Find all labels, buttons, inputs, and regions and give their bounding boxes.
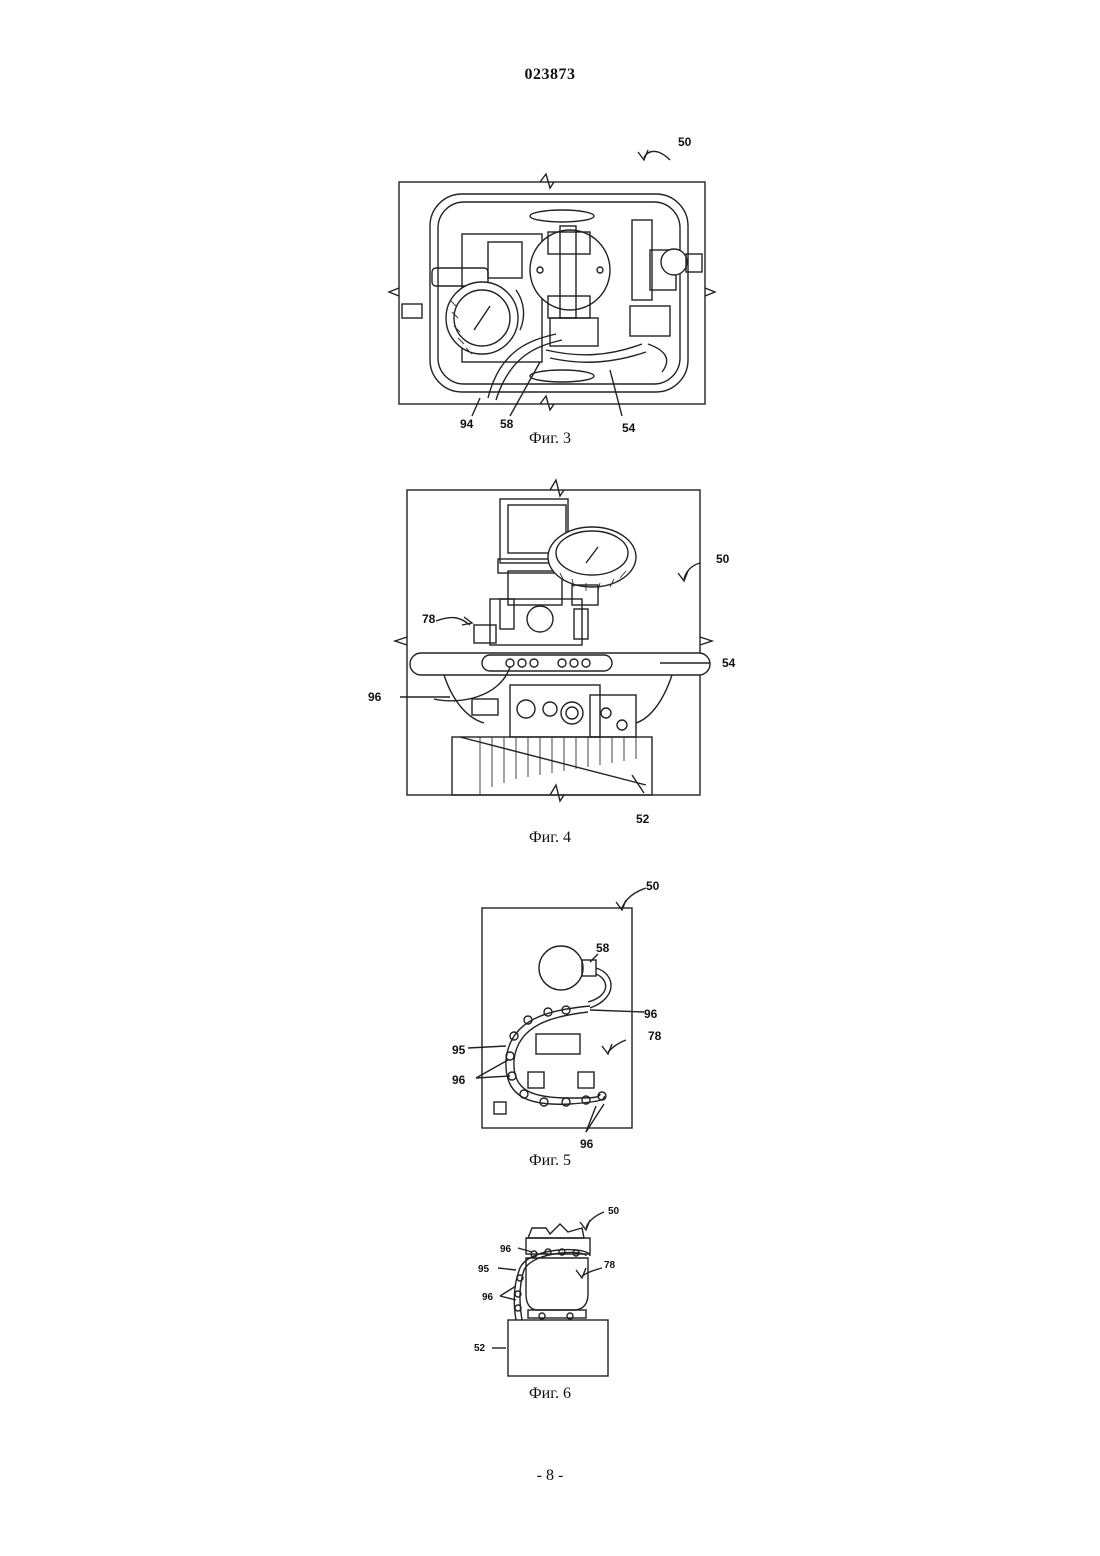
label-94: 94 bbox=[460, 417, 474, 431]
figure-5-caption: Фиг. 5 bbox=[450, 1152, 650, 1170]
label-50: 50 bbox=[678, 135, 692, 149]
label-52: 52 bbox=[474, 1343, 486, 1354]
label-96-top: 96 bbox=[500, 1244, 512, 1255]
figure-6-caption: Фиг. 6 bbox=[450, 1385, 650, 1403]
label-95: 95 bbox=[478, 1264, 490, 1275]
label-50: 50 bbox=[608, 1206, 620, 1217]
figure-3-drawing: 50 94 58 54 bbox=[380, 130, 730, 430]
label-52: 52 bbox=[636, 812, 650, 826]
figure-5-drawing: 50 58 96 95 78 96 96 bbox=[440, 870, 680, 1160]
label-96: 96 bbox=[368, 690, 382, 704]
label-50: 50 bbox=[646, 879, 660, 893]
figure-4-drawing: 50 78 54 96 52 bbox=[360, 475, 760, 825]
figure-4-caption: Фиг. 4 bbox=[450, 829, 650, 847]
label-78: 78 bbox=[604, 1260, 616, 1271]
label-96-left: 96 bbox=[452, 1073, 466, 1087]
figure-3-caption: Фиг. 3 bbox=[450, 430, 650, 448]
document-number: 023873 bbox=[0, 66, 1100, 84]
label-58: 58 bbox=[596, 941, 610, 955]
label-95: 95 bbox=[452, 1043, 466, 1057]
label-50: 50 bbox=[716, 552, 730, 566]
page-number: - 8 - bbox=[0, 1467, 1100, 1485]
label-96-upper: 96 bbox=[644, 1007, 658, 1021]
label-58: 58 bbox=[500, 417, 514, 431]
label-78: 78 bbox=[422, 612, 436, 626]
label-96-left: 96 bbox=[482, 1292, 494, 1303]
label-54: 54 bbox=[722, 656, 736, 670]
figure-6-drawing: 50 96 78 95 96 52 bbox=[470, 1198, 650, 1384]
label-78: 78 bbox=[648, 1029, 662, 1043]
label-96-bottom: 96 bbox=[580, 1137, 594, 1151]
